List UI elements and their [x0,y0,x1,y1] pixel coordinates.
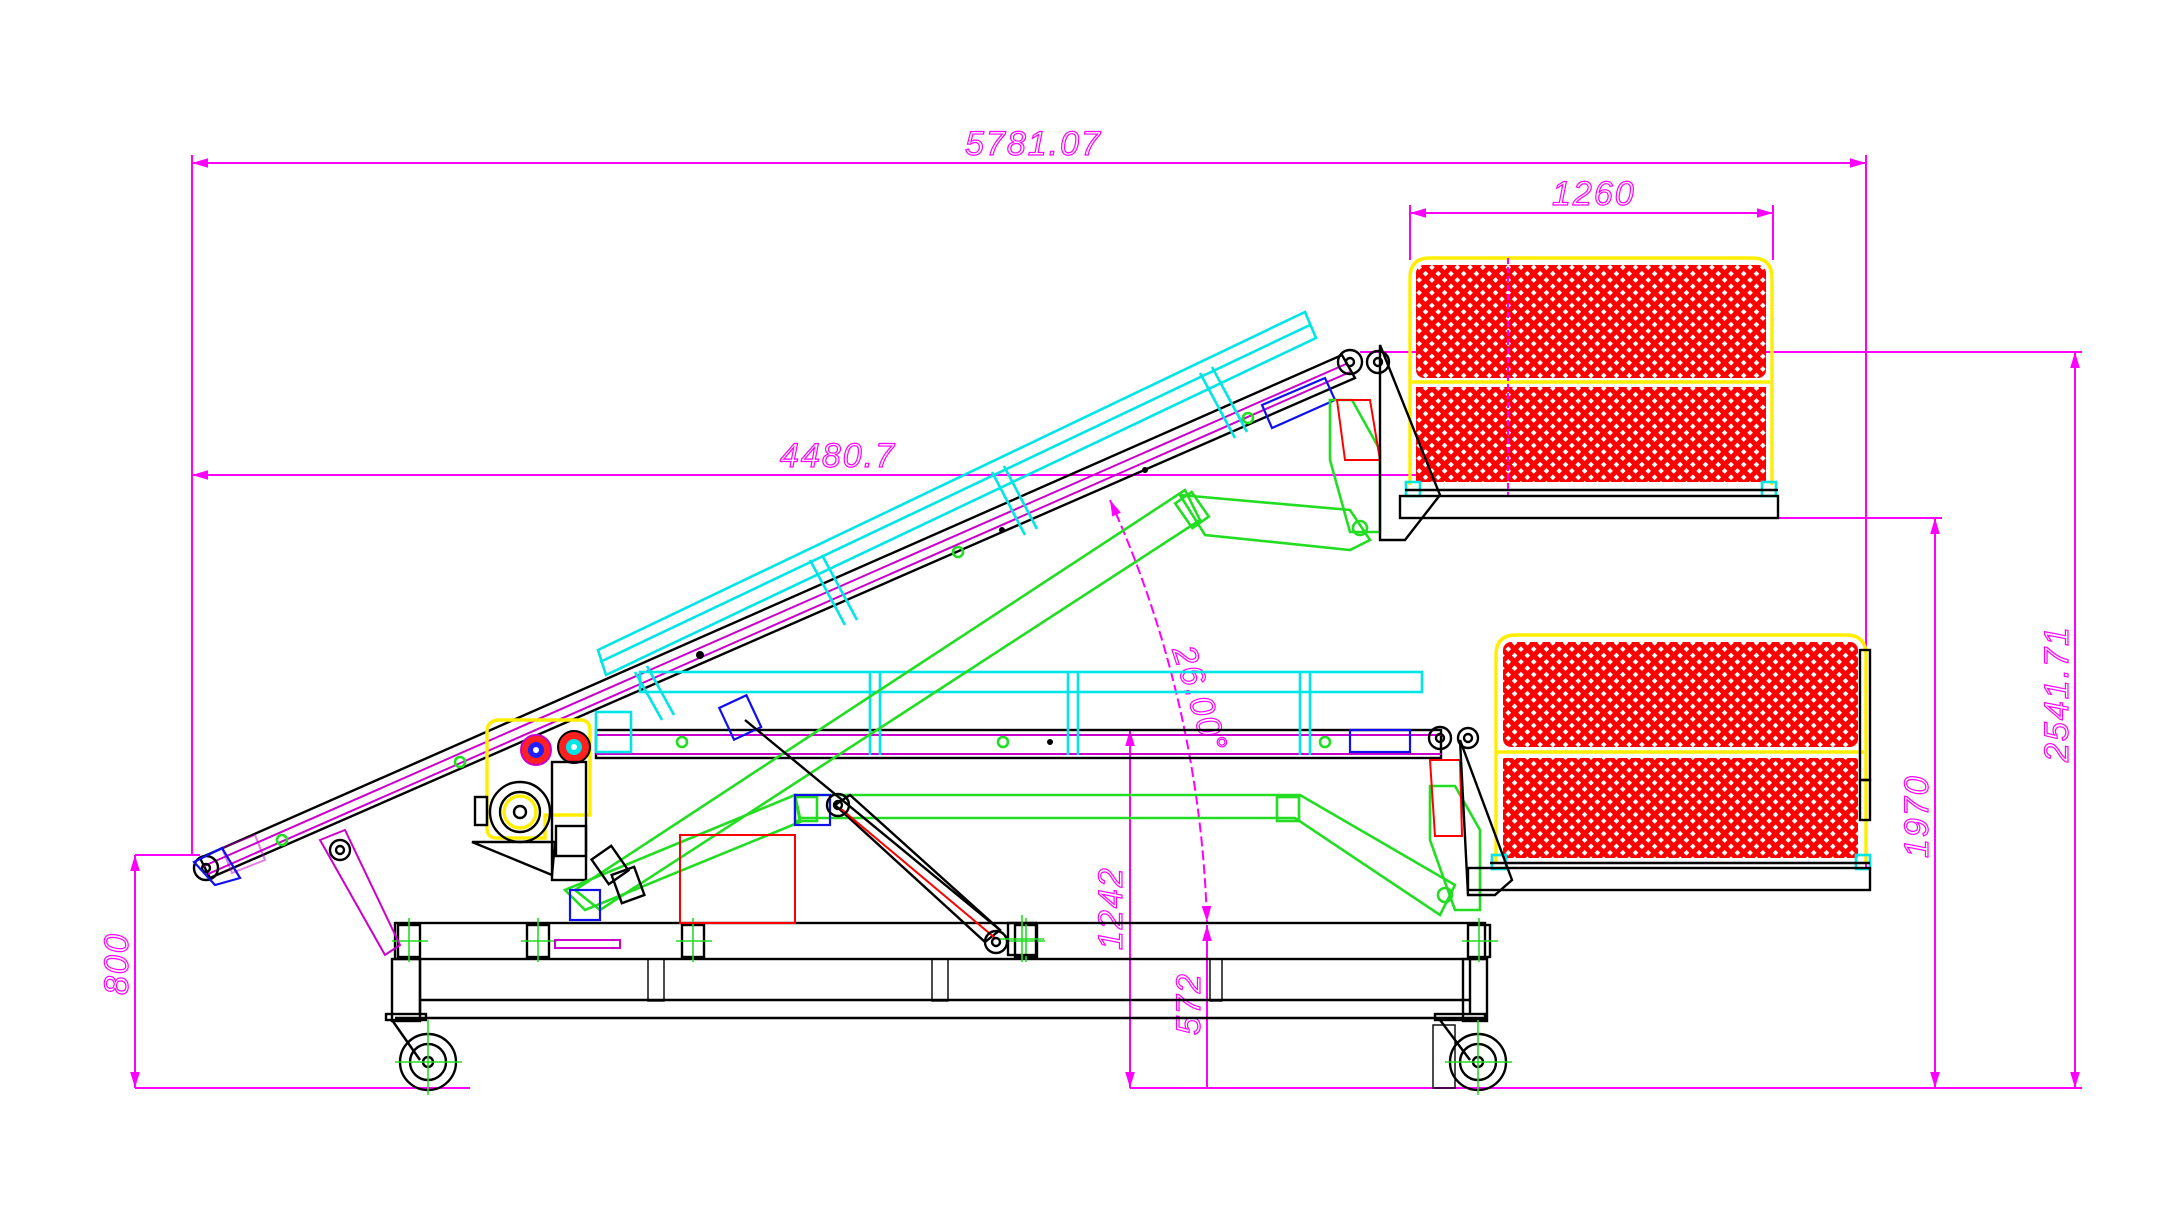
caster-wheel-left [384,1012,462,1095]
upper-mesh-panel-top [1416,265,1766,378]
dimension-label-platform-width: 1260 [1552,175,1636,213]
dimension-overall-length: 5781.07 [191,124,1867,870]
lower-operator-platform [1458,633,1872,897]
dimension-label-tail-height: 800 [98,932,136,995]
dimension-incline-angle: 26.00° [1109,499,1235,923]
belt-idler-bolts [275,411,1255,847]
dimension-frame-height: 572 [1169,925,1212,1088]
dimension-label-platform-height: 1970 [1898,774,1936,858]
dimension-belt-height: 1242 [1091,730,1135,1088]
lower-mesh-panel-top [1503,642,1858,747]
horizontal-guardrail [594,670,1424,755]
dimension-label-overall-length: 5781.07 [965,125,1102,163]
pivot-brackets [554,399,1464,949]
dimension-label-max-height: 2541.71 [2038,625,2076,763]
horizontal-conveyor [594,725,1480,760]
inclined-guardrail [596,310,1318,721]
lower-mesh-panel-bottom [1503,758,1858,858]
dimension-platform-height: 1970 [1770,517,1942,1088]
dimension-label-raised-reach: 4480.7 [780,437,896,475]
inclined-conveyor [192,348,1391,957]
drive-motor [471,718,592,882]
hydraulic-cylinder [744,719,1044,962]
upper-mesh-panel-bottom [1416,387,1766,482]
dimension-label-frame-height: 572 [1170,972,1208,1035]
caster-wheel-right [1432,1012,1512,1095]
dimension-label-incline-angle: 26.00° [1164,640,1235,758]
dimension-tail-height: 800 [97,854,200,1088]
frame-crossmember-blocks [392,918,1498,962]
upper-operator-platform [1378,256,1780,542]
drive-sprockets [520,730,591,766]
dimension-platform-width: 1260 [1409,174,1774,260]
dimension-raised-reach: 4480.7 [192,436,1500,480]
base-chassis [390,918,1498,1023]
dimension-label-belt-height: 1242 [1092,866,1130,950]
